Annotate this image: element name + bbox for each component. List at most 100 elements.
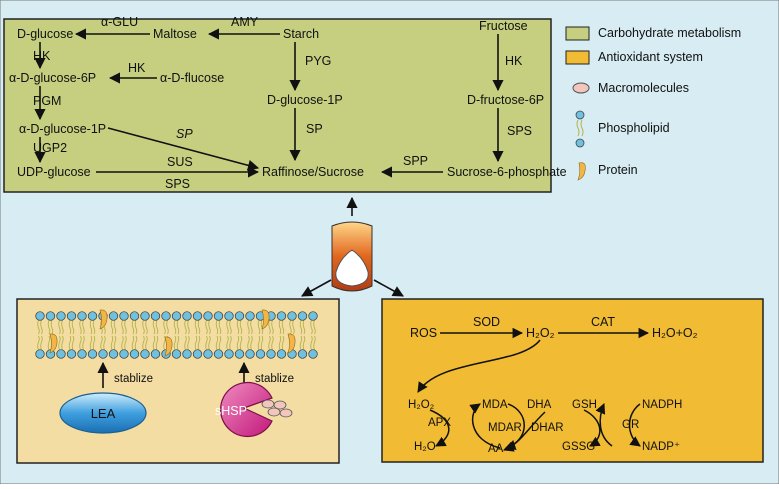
arrow-gsh-to-gssg: [583, 409, 601, 447]
lipid-tail: [215, 335, 222, 351]
lipid-head: [35, 311, 45, 321]
lipid-head: [66, 311, 77, 321]
lipid-head: [87, 311, 98, 321]
label-gr: GR: [622, 419, 639, 431]
lipid-head: [171, 349, 182, 359]
membrane-protein-icon: [49, 333, 58, 354]
lipid-tail: [310, 335, 316, 351]
lipid-tail: [131, 335, 138, 351]
lipid-head: [129, 349, 140, 359]
label-cat: CAT: [591, 315, 615, 329]
arrow-cell-to-antioxidant: [373, 279, 404, 297]
lipid-head: [140, 311, 150, 321]
lipid-head: [108, 311, 119, 321]
legend: Carbohydrate metabolism Antioxidant syst…: [565, 26, 741, 181]
phospholipid-bilayer: [35, 309, 318, 359]
lipid-tail: [299, 335, 306, 351]
lipid-head: [287, 311, 297, 321]
label-sps-2: SPS: [165, 177, 190, 191]
label-lea: LEA: [91, 406, 116, 421]
label-hk-1: HK: [33, 49, 51, 63]
label-dha: DHA: [527, 399, 552, 411]
lipid-head: [150, 311, 161, 321]
lipid-tail: [247, 335, 253, 351]
lipid-head: [276, 349, 287, 359]
antioxidant-panel: [381, 298, 764, 463]
lipid-tail: [68, 319, 75, 335]
lipid-head: [192, 311, 203, 321]
label-udp-glucose: UDP-glucose: [17, 165, 91, 179]
label-dhar: DHAR: [531, 422, 564, 434]
lipid-head: [35, 349, 45, 359]
lipid-head: [182, 349, 192, 359]
label-sod: SOD: [473, 315, 500, 329]
lipid-head: [98, 349, 108, 359]
lipid-head: [66, 349, 77, 359]
lipid-head: [77, 349, 87, 359]
lipid-head: [297, 349, 308, 359]
label-d-glucose: D-glucose: [17, 27, 73, 41]
arrow-dha-to-aa: [503, 411, 546, 452]
shsp-protein-icon: [219, 381, 273, 438]
lipid-tail: [289, 319, 295, 335]
arrow-h2o2-to-apx-cycle: [417, 339, 541, 393]
membrane-panel: [16, 298, 340, 464]
lipid-head: [224, 311, 234, 321]
lipid-tail: [278, 335, 285, 351]
legend-label-carbohydrate: Carbohydrate metabolism: [598, 26, 741, 40]
lipid-head: [150, 349, 161, 359]
phospholipid-icon: [575, 110, 585, 148]
lipid-tail: [247, 319, 253, 335]
lipid-head: [182, 311, 192, 321]
lipid-tail: [121, 335, 127, 351]
lipid-head: [171, 311, 182, 321]
lipid-tail: [100, 335, 106, 351]
label-sps-1: SPS: [507, 124, 532, 138]
lipid-head: [245, 311, 255, 321]
label-fructose: Fructose: [479, 19, 528, 33]
lipid-head: [129, 311, 140, 321]
protein-icon: [577, 162, 586, 181]
lipid-tail: [173, 319, 180, 335]
lipid-tail: [37, 335, 43, 351]
label-sus: SUS: [167, 155, 193, 169]
label-alpha-d-glucose-6p: α-D-glucose-6P: [9, 71, 96, 85]
label-stabilize-lea: stablize: [114, 373, 153, 385]
cell-icon: [331, 221, 373, 292]
label-mda: MDA: [482, 399, 508, 411]
label-h2o2-top: H₂O₂: [526, 326, 555, 340]
lipid-head: [140, 349, 150, 359]
lipid-tail: [278, 319, 285, 335]
arrow-h2o2-to-h2o: [429, 409, 450, 447]
label-nadph: NADPH: [642, 399, 682, 411]
label-hk-2: HK: [128, 61, 146, 75]
label-d-fructose-6p: D-fructose-6P: [467, 93, 544, 107]
lipid-tail: [194, 335, 201, 351]
antioxidant-arrows: [417, 327, 650, 452]
lipid-tail: [89, 319, 96, 335]
lipid-head: [266, 349, 276, 359]
label-amy: AMY: [231, 15, 259, 29]
label-h2o: H₂O: [414, 441, 436, 453]
label-mdar: MDAR: [488, 422, 522, 434]
lipid-head: [108, 349, 119, 359]
legend-label-antioxidant: Antioxidant system: [598, 50, 703, 64]
lipid-tail: [205, 335, 211, 351]
lipid-tail: [152, 335, 159, 351]
lipid-tail: [79, 335, 85, 351]
carb-arrows: [34, 28, 504, 178]
lipid-tail: [184, 335, 190, 351]
legend-swatch-carbohydrate: [565, 26, 590, 41]
label-starch: Starch: [283, 27, 319, 41]
label-hk-3: HK: [505, 54, 523, 68]
lipid-head: [45, 311, 56, 321]
label-maltose: Maltose: [153, 27, 197, 41]
lipid-head: [308, 311, 318, 321]
lipid-tail: [68, 335, 75, 351]
lipid-head: [297, 311, 308, 321]
lipid-head: [119, 311, 129, 321]
lipid-tail: [142, 319, 148, 335]
lipid-head: [192, 349, 203, 359]
